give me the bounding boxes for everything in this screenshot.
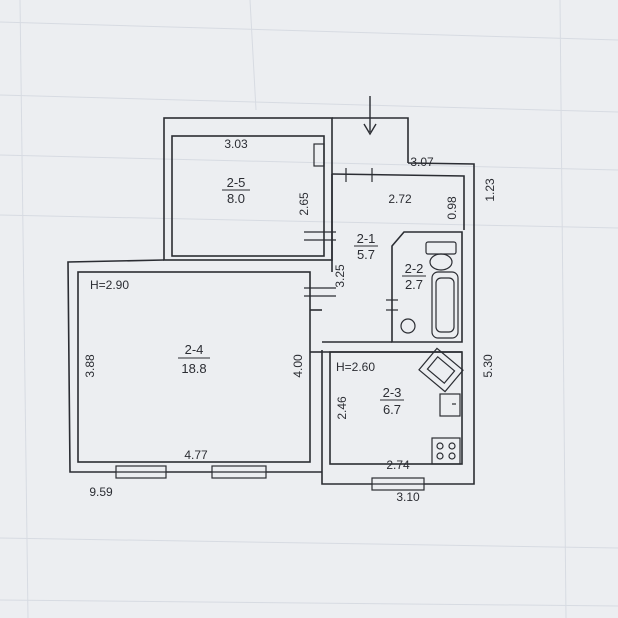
dim-label: 5.30: [481, 354, 495, 378]
dim-label: 3.03: [224, 137, 248, 151]
room-id: 2-4: [185, 342, 204, 357]
dim-label: 3.25: [333, 264, 347, 288]
dim-label: 1.23: [483, 178, 497, 202]
room-area: 6.7: [383, 402, 401, 417]
bathtub-icon: [431, 271, 459, 339]
room-id: 2-2: [405, 261, 424, 276]
door-marks: [304, 168, 398, 311]
counter-icon: [439, 393, 461, 417]
walls: [67, 117, 475, 485]
room-id: 2-5: [227, 175, 246, 190]
room-id: 2-3: [383, 385, 402, 400]
kitchen-sink-icon: [418, 347, 464, 393]
dimension-labels-vertical: 0.98 1.23 2.65 3.25 3.88 4.00 5.30 2.46: [83, 178, 497, 420]
toilet-icon: [425, 241, 457, 271]
dim-label: 9.59: [89, 485, 113, 499]
dim-label: 0.98: [445, 196, 459, 220]
dim-label: 2.72: [388, 192, 412, 206]
stove-icon: [431, 437, 461, 465]
dimension-labels: 3.03 3.07 2.72 4.77 2.74 9.59 3.10: [89, 137, 434, 504]
dim-label: 3.10: [396, 490, 420, 504]
height-kitchen: H=2.60: [336, 360, 375, 374]
windows: [115, 143, 425, 491]
ceiling-heights: H=2.90 H=2.60: [90, 278, 375, 374]
dim-label: 2.65: [297, 192, 311, 216]
dim-label: 4.77: [184, 448, 208, 462]
room-id: 2-1: [357, 231, 376, 246]
room-area: 8.0: [227, 191, 245, 206]
dim-label: 2.46: [335, 396, 349, 420]
room-labels: 2-5 8.0 2-1 5.7 2-2 2.7 2-4 18.8 2-3 6.7: [178, 175, 426, 417]
room-area: 18.8: [181, 361, 206, 376]
dim-label: 3.07: [410, 155, 434, 169]
room-area: 2.7: [405, 277, 423, 292]
dim-label: 4.00: [291, 354, 305, 378]
height-main: H=2.90: [90, 278, 129, 292]
sink-icon: [400, 318, 416, 334]
entrance-arrow-icon: [363, 96, 377, 136]
dim-label: 3.88: [83, 354, 97, 378]
dim-label: 2.74: [386, 458, 410, 472]
room-area: 5.7: [357, 247, 375, 262]
